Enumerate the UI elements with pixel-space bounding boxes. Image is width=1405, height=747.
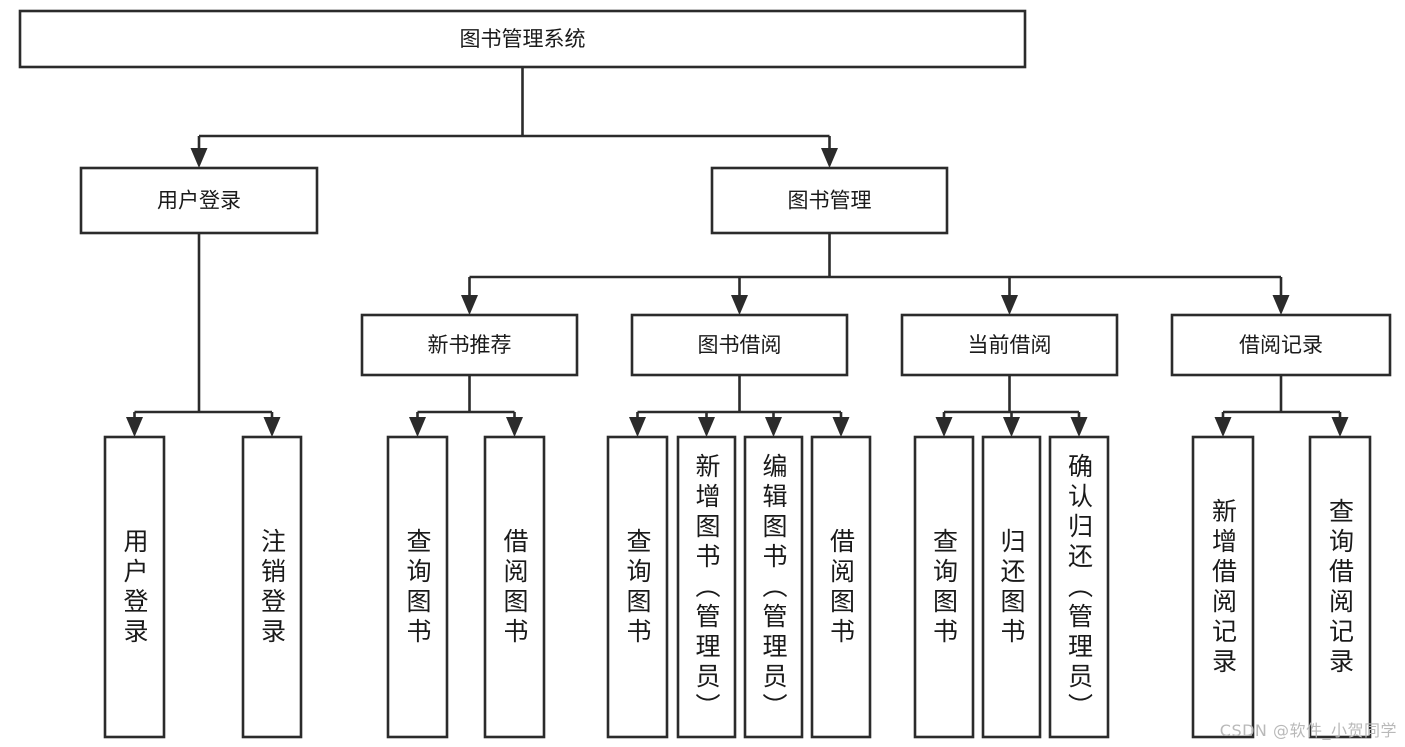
arrow-to-borrow-record — [1272, 295, 1290, 315]
node-book-manage[interactable] — [710, 166, 949, 235]
leaf-leaf-add-record-rect — [1191, 435, 1255, 739]
arrow-to-leaf-add-record — [1214, 417, 1232, 437]
node-current-borrow-label: 当前借阅 — [968, 333, 1052, 357]
node-book-borrow-label: 图书借阅 — [698, 333, 782, 357]
leaf-leaf-user-login[interactable] — [103, 435, 166, 739]
arrow-to-current-borrow — [1001, 295, 1018, 315]
leaf-leaf-logout-rect — [241, 435, 303, 739]
leaf-leaf-edit-book-rect — [743, 435, 804, 739]
arrow-to-leaf-confirm-return — [1070, 417, 1088, 437]
arrow-to-leaf-add-book — [698, 417, 715, 437]
arrow-to-leaf-query-book-1 — [409, 417, 426, 437]
leaf-leaf-query-book-3-rect — [913, 435, 975, 739]
arrow-to-leaf-logout — [263, 417, 281, 437]
arrow-to-user-login — [190, 148, 208, 168]
node-user-login-label: 用户登录 — [157, 189, 241, 213]
arrow-to-leaf-borrow-book-1 — [506, 417, 523, 437]
arrow-to-book-manage — [821, 148, 838, 168]
leaf-leaf-add-book[interactable] — [676, 435, 737, 739]
leaf-leaf-query-record-rect — [1308, 435, 1372, 739]
node-user-login-rect — [79, 166, 319, 235]
arrow-to-leaf-query-book-3 — [935, 417, 953, 437]
arrow-to-new-book-rec — [461, 295, 478, 315]
node-book-manage-rect — [710, 166, 949, 235]
leaf-leaf-borrow-book-2-rect — [810, 435, 872, 739]
arrow-to-leaf-borrow-book-2 — [832, 417, 850, 437]
leaf-leaf-logout[interactable] — [241, 435, 303, 739]
leaf-leaf-query-book-2[interactable] — [606, 435, 669, 739]
node-root-label: 图书管理系统 — [460, 27, 586, 51]
connectors-layer — [126, 67, 1349, 437]
arrow-to-leaf-query-record — [1331, 417, 1349, 437]
node-root[interactable] — [18, 9, 1027, 69]
node-user-login[interactable] — [79, 166, 319, 235]
node-borrow-record-rect — [1170, 313, 1392, 377]
leaf-leaf-confirm-return-rect — [1048, 435, 1110, 739]
arrow-to-book-borrow — [731, 295, 748, 315]
node-current-borrow-rect — [900, 313, 1119, 377]
node-root-rect — [18, 9, 1027, 69]
watermark: CSDN @软件_小贺同学 — [1219, 721, 1397, 740]
node-current-borrow[interactable] — [900, 313, 1119, 377]
leaf-leaf-add-record[interactable] — [1191, 435, 1255, 739]
arrow-to-leaf-return-book — [1003, 417, 1020, 437]
leaf-leaf-return-book-rect — [981, 435, 1042, 739]
leaf-leaf-edit-book[interactable] — [743, 435, 804, 739]
arrow-to-leaf-user-login — [126, 417, 143, 437]
node-book-manage-label: 图书管理 — [788, 189, 872, 213]
leaf-leaf-borrow-book-2[interactable] — [810, 435, 872, 739]
node-borrow-record-label: 借阅记录 — [1239, 333, 1323, 357]
leaf-leaf-return-book[interactable] — [981, 435, 1042, 739]
leaf-leaf-query-book-2-rect — [606, 435, 669, 739]
node-book-borrow[interactable] — [630, 313, 849, 377]
leaf-leaf-query-record[interactable] — [1308, 435, 1372, 739]
leaf-leaf-user-login-rect — [103, 435, 166, 739]
node-new-book-rec[interactable] — [360, 313, 579, 377]
leaf-leaf-query-book-1-rect — [386, 435, 449, 739]
leaf-leaf-borrow-book-1[interactable] — [483, 435, 546, 739]
leaf-leaf-query-book-1[interactable] — [386, 435, 449, 739]
node-book-borrow-rect — [630, 313, 849, 377]
leaf-leaf-query-book-3[interactable] — [913, 435, 975, 739]
arrow-to-leaf-query-book-2 — [629, 417, 646, 437]
leaf-leaf-borrow-book-1-rect — [483, 435, 546, 739]
node-new-book-rec-rect — [360, 313, 579, 377]
arrow-to-leaf-edit-book — [765, 417, 782, 437]
node-borrow-record[interactable] — [1170, 313, 1392, 377]
leaf-leaf-add-book-rect — [676, 435, 737, 739]
node-new-book-rec-label: 新书推荐 — [428, 333, 512, 357]
leaf-leaf-confirm-return[interactable] — [1048, 435, 1110, 739]
